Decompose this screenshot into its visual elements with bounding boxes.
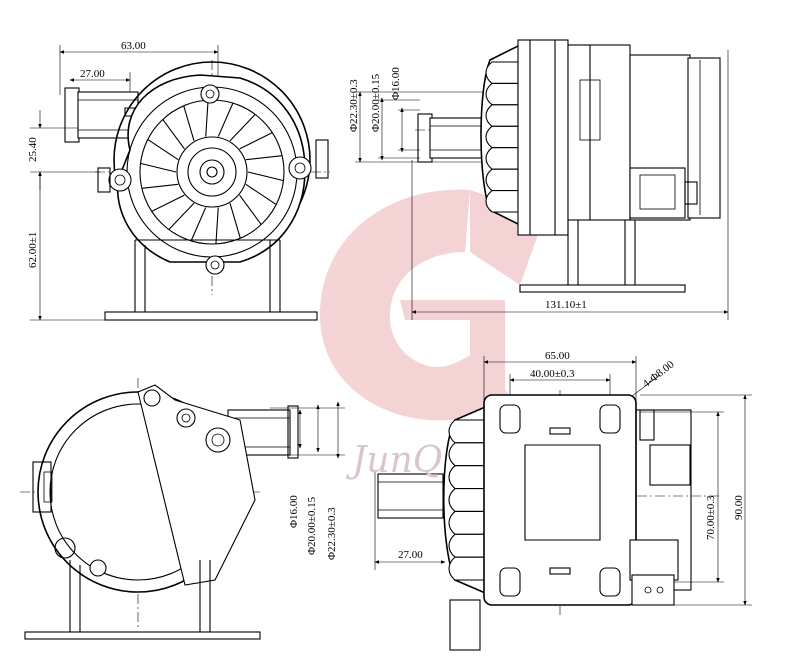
impeller-rib (205, 100, 209, 137)
dim-view3-d2: Φ20.00±0.15 (306, 496, 318, 555)
housing-rib (448, 419, 486, 444)
dim-view2-length: 131.10±1 (545, 299, 587, 311)
impeller-rib (239, 132, 273, 150)
dim-view2-d2: Φ20.00±0.15 (370, 73, 382, 132)
housing-rib (485, 61, 519, 84)
dim-view1-width: 63.00 (121, 40, 146, 52)
dim-view4-width: 65.00 (545, 350, 570, 362)
dim-view4-hole-vertical: 70.00±0.3 (705, 495, 717, 540)
dim-view2-d1: Φ22.30±0.3 (348, 79, 360, 132)
housing-rib (485, 125, 519, 149)
housing-rib (485, 82, 519, 106)
impeller-rib (245, 183, 277, 206)
dim-view2-d3: Φ16.00 (390, 67, 402, 100)
impeller-rib (229, 203, 241, 239)
housing-rib (448, 465, 486, 490)
watermark-logo (320, 189, 545, 421)
side-view (355, 39, 729, 320)
impeller-rib (151, 194, 185, 212)
back-view (20, 378, 345, 640)
housing-rib (485, 104, 519, 127)
dim-view4-hole-spacing: 40.00±0.3 (530, 368, 575, 380)
impeller-rib (217, 102, 234, 137)
impeller-rib (183, 105, 195, 141)
impeller-rib (229, 114, 256, 142)
watermark-text: JunQ (345, 440, 442, 481)
dim-view1-inlet-height: 25.40 (27, 137, 39, 162)
impeller-rib (162, 119, 185, 150)
housing-rib (448, 510, 486, 535)
dim-view1-base-height: 62.00±1 (27, 232, 39, 268)
impeller-rib (247, 171, 284, 182)
impeller-rib (147, 138, 179, 161)
housing-rib (448, 488, 486, 512)
housing-rib (485, 190, 519, 213)
front-view (30, 45, 330, 321)
housing-rib (448, 556, 486, 581)
housing-rib (485, 168, 519, 192)
housing-rib (448, 442, 486, 467)
dim-view3-d1: Φ16.00 (288, 495, 300, 528)
impeller-rib (245, 155, 283, 161)
dim-view4-outlet: 27.00 (398, 549, 423, 561)
housing-rib (448, 533, 486, 558)
dim-view1-inlet-offset: 27.00 (80, 68, 105, 80)
impeller-rib (168, 202, 195, 230)
impeller-rib (190, 207, 207, 242)
impeller-rib (239, 194, 262, 225)
dim-view4-holes: 4-Φ8.00 (640, 358, 677, 390)
impeller-rib (140, 162, 177, 173)
housing-rib (485, 147, 519, 170)
dim-view3-d3: Φ22.30±0.3 (326, 507, 338, 560)
dim-view4-height: 90.00 (733, 495, 745, 520)
impeller-rib (141, 183, 179, 189)
impeller-rib (215, 207, 219, 244)
bottom-view (374, 356, 752, 651)
